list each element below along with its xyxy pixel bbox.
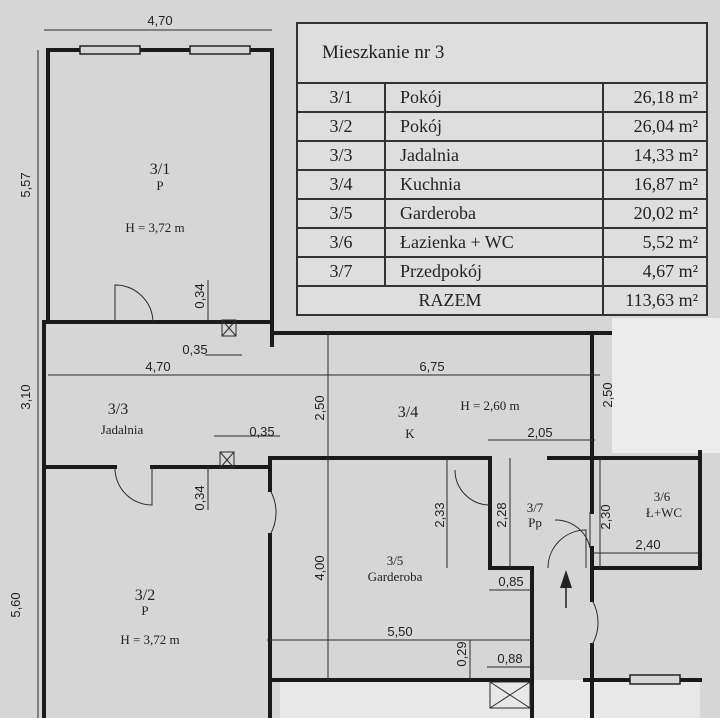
room-name: Jadalnia	[384, 140, 604, 171]
door-33-32	[114, 466, 153, 506]
room-number: 3/2	[296, 111, 386, 142]
room-3-5-name: Garderoba	[368, 569, 423, 584]
total-area: 113,63 m²	[602, 285, 708, 316]
room-name: Przedpokój	[384, 256, 604, 287]
door-31	[114, 284, 154, 323]
walls	[42, 48, 702, 718]
dim-label: 6,75	[419, 359, 444, 374]
dim-label: 5,57	[18, 172, 33, 197]
door-32-35	[269, 489, 277, 536]
room-area: 26,04 m²	[602, 111, 708, 142]
dim-label: 2,33	[432, 502, 447, 527]
dim-label: 0,88	[497, 651, 522, 666]
dim-label: 4,70	[145, 359, 170, 374]
room-3-7-number: 3/7	[527, 500, 544, 515]
dim-label: 2,05	[527, 425, 552, 440]
background-patch	[612, 318, 720, 453]
room-name: Kuchnia	[384, 169, 604, 200]
window	[79, 45, 141, 55]
room-name: Łazienka + WC	[384, 227, 604, 258]
window	[189, 45, 251, 55]
room-area: 4,67 m²	[602, 256, 708, 287]
room-number: 3/5	[296, 198, 386, 229]
room-3-3-name: Jadalnia	[101, 422, 144, 437]
room-number: 3/7	[296, 256, 386, 287]
dim-label: 2,30	[598, 504, 613, 529]
dim-label: 4,70	[147, 13, 172, 28]
window	[629, 674, 681, 685]
dim-label: 0,34	[192, 485, 207, 510]
dim-label: 4,00	[312, 555, 327, 580]
room-3-7-code: Pp	[528, 515, 542, 530]
room-3-2-height: H = 3,72 m	[120, 632, 179, 647]
door-corridor	[591, 599, 599, 646]
room-number: 3/1	[296, 82, 386, 113]
room-area: 14,33 m²	[602, 140, 708, 171]
dim-label: 2,50	[600, 382, 615, 407]
room-number: 3/6	[296, 227, 386, 258]
table-title: Mieszkanie nr 3	[296, 22, 708, 84]
door-entry	[547, 529, 587, 569]
door-35	[454, 469, 491, 506]
door-36	[554, 512, 591, 549]
room-name: Pokój	[384, 82, 604, 113]
chimney-icon	[219, 451, 235, 469]
chimney-icon	[489, 681, 531, 709]
dim-label: 2,28	[494, 502, 509, 527]
room-number: 3/3	[296, 140, 386, 171]
room-area: 26,18 m²	[602, 82, 708, 113]
room-3-6-number: 3/6	[654, 489, 671, 504]
room-name: Garderoba	[384, 198, 604, 229]
dim-label: 2,40	[635, 537, 660, 552]
room-3-3-number: 3/3	[108, 401, 128, 418]
room-area: 5,52 m²	[602, 227, 708, 258]
room-3-6-code: Ł+WC	[646, 505, 682, 520]
dim-label: 0,34	[192, 283, 207, 308]
room-3-1-height: H = 3,72 m	[125, 220, 184, 235]
dimension-lines	[37, 29, 700, 718]
room-area: 20,02 m²	[602, 198, 708, 229]
dim-label: 0,35	[249, 424, 274, 439]
table-total-row: RAZEM 113,63 m²	[296, 285, 708, 316]
room-3-1-code: P	[156, 178, 163, 193]
room-number: 3/4	[296, 169, 386, 200]
dim-label: 2,50	[312, 395, 327, 420]
room-3-4-number: 3/4	[398, 404, 418, 421]
entrance-arrow-icon	[560, 570, 572, 608]
room-3-1-walls	[46, 48, 274, 324]
room-3-4-height: H = 2,60 m	[460, 398, 519, 413]
dim-label: 5,50	[387, 624, 412, 639]
room-3-2-code: P	[141, 603, 148, 618]
total-label: RAZEM	[296, 285, 604, 316]
room-3-5-number: 3/5	[387, 553, 404, 568]
room-name: Pokój	[384, 111, 604, 142]
dim-label: 0,29	[454, 641, 469, 666]
dim-label: 5,60	[8, 592, 23, 617]
chimney-icon	[221, 319, 237, 337]
room-3-4-code: K	[405, 426, 415, 441]
dim-label: 0,35	[182, 342, 207, 357]
dim-label: 0,85	[498, 574, 523, 589]
room-area: 16,87 m²	[602, 169, 708, 200]
room-3-2-number: 3/2	[135, 587, 155, 604]
table-title-row: Mieszkanie nr 3	[296, 22, 708, 84]
room-3-1-number: 3/1	[150, 161, 170, 178]
dim-label: 3,10	[18, 384, 33, 409]
